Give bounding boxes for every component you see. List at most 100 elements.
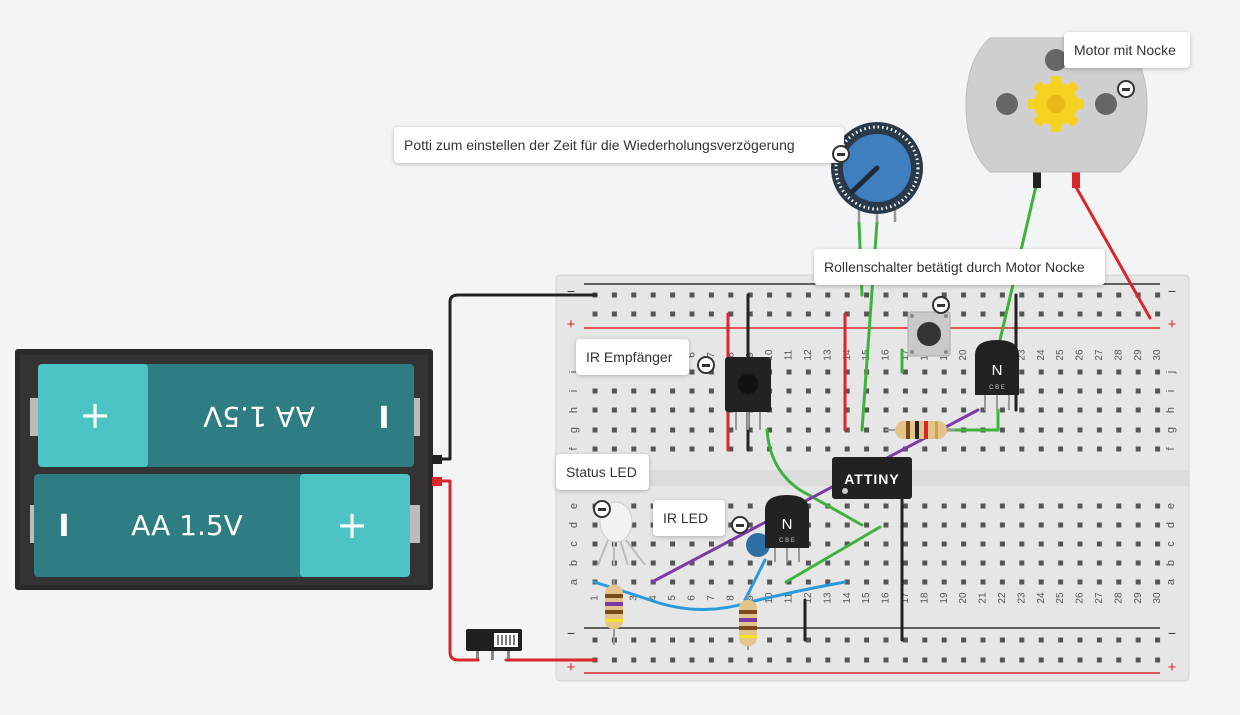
rail-hole[interactable] (999, 657, 1005, 663)
rail-hole[interactable] (1038, 311, 1044, 317)
breadboard-hole[interactable] (961, 503, 967, 509)
breadboard-hole[interactable] (844, 369, 850, 375)
breadboard-hole[interactable] (728, 446, 734, 452)
breadboard-hole[interactable] (786, 369, 792, 375)
breadboard-hole[interactable] (961, 388, 967, 394)
rail-hole[interactable] (1096, 637, 1102, 643)
breadboard-hole[interactable] (1135, 427, 1141, 433)
transistor-top[interactable]: N C B E (975, 340, 1019, 410)
slide-switch[interactable] (466, 629, 522, 660)
rail-hole[interactable] (670, 311, 676, 317)
breadboard-hole[interactable] (1116, 388, 1122, 394)
breadboard-hole[interactable] (1096, 579, 1102, 585)
breadboard-hole[interactable] (631, 541, 637, 547)
breadboard-hole[interactable] (1077, 522, 1083, 528)
rail-hole[interactable] (786, 311, 792, 317)
callout-status-led[interactable]: Status LED (556, 454, 649, 490)
breadboard-hole[interactable] (980, 560, 986, 566)
rail-hole[interactable] (922, 292, 928, 298)
breadboard-hole[interactable] (1019, 522, 1025, 528)
breadboard-hole[interactable] (689, 369, 695, 375)
rail-hole[interactable] (1019, 657, 1025, 663)
breadboard-hole[interactable] (786, 579, 792, 585)
breadboard-hole[interactable] (631, 579, 637, 585)
breadboard-hole[interactable] (728, 579, 734, 585)
breadboard-hole[interactable] (825, 427, 831, 433)
breadboard-hole[interactable] (922, 369, 928, 375)
breadboard-hole[interactable] (747, 579, 753, 585)
callout-potti[interactable]: Potti zum einstellen der Zeit für die Wi… (394, 127, 844, 163)
breadboard-hole[interactable] (1155, 503, 1161, 509)
rail-hole[interactable] (980, 292, 986, 298)
breadboard-hole[interactable] (708, 388, 714, 394)
breadboard-hole[interactable] (902, 560, 908, 566)
breadboard-hole[interactable] (592, 446, 598, 452)
breadboard-hole[interactable] (1019, 579, 1025, 585)
rail-hole[interactable] (805, 637, 811, 643)
breadboard-hole[interactable] (941, 407, 947, 413)
breadboard-hole[interactable] (980, 579, 986, 585)
breadboard-hole[interactable] (844, 427, 850, 433)
rail-hole[interactable] (864, 292, 870, 298)
breadboard-hole[interactable] (708, 579, 714, 585)
breadboard-hole[interactable] (980, 541, 986, 547)
rail-hole[interactable] (650, 292, 656, 298)
breadboard-hole[interactable] (922, 541, 928, 547)
transistor-bottom[interactable]: N C B E (765, 495, 809, 562)
breadboard-hole[interactable] (1019, 427, 1025, 433)
breadboard-hole[interactable] (999, 407, 1005, 413)
rail-hole[interactable] (1058, 292, 1064, 298)
rail-hole[interactable] (728, 311, 734, 317)
breadboard-hole[interactable] (1096, 407, 1102, 413)
breadboard-hole[interactable] (864, 541, 870, 547)
breadboard-hole[interactable] (864, 503, 870, 509)
breadboard-hole[interactable] (728, 560, 734, 566)
breadboard-hole[interactable] (1135, 579, 1141, 585)
breadboard-hole[interactable] (1096, 446, 1102, 452)
rail-hole[interactable] (941, 637, 947, 643)
breadboard-hole[interactable] (1116, 427, 1122, 433)
breadboard-hole[interactable] (747, 503, 753, 509)
breadboard-hole[interactable] (922, 522, 928, 528)
breadboard-hole[interactable] (592, 427, 598, 433)
breadboard-hole[interactable] (1019, 503, 1025, 509)
breadboard-hole[interactable] (1077, 541, 1083, 547)
callout-rollenschalter-collapse-button[interactable] (932, 296, 950, 314)
breadboard-hole[interactable] (1058, 427, 1064, 433)
ir-receiver[interactable] (725, 357, 771, 430)
rail-hole[interactable] (1038, 292, 1044, 298)
breadboard-hole[interactable] (1019, 407, 1025, 413)
breadboard-hole[interactable] (864, 388, 870, 394)
breadboard-hole[interactable] (728, 541, 734, 547)
resistor-horizontal[interactable] (885, 421, 955, 439)
rail-hole[interactable] (999, 292, 1005, 298)
breadboard-hole[interactable] (902, 579, 908, 585)
breadboard-hole[interactable] (844, 446, 850, 452)
breadboard-hole[interactable] (1038, 541, 1044, 547)
callout-ir-empfaenger[interactable]: IR Empfänger (576, 339, 689, 375)
breadboard-hole[interactable] (1135, 503, 1141, 509)
rail-hole[interactable] (1038, 657, 1044, 663)
rail-hole[interactable] (611, 292, 617, 298)
breadboard-hole[interactable] (1096, 503, 1102, 509)
callout-rollenschalter[interactable]: Rollenschalter betätigt durch Motor Nock… (814, 249, 1105, 285)
breadboard-hole[interactable] (941, 560, 947, 566)
breadboard-hole[interactable] (844, 579, 850, 585)
breadboard-hole[interactable] (1096, 522, 1102, 528)
breadboard-hole[interactable] (844, 541, 850, 547)
rail-hole[interactable] (747, 657, 753, 663)
breadboard-hole[interactable] (941, 369, 947, 375)
breadboard-hole[interactable] (941, 579, 947, 585)
breadboard-hole[interactable] (825, 369, 831, 375)
callout-potti-collapse-button[interactable] (832, 145, 850, 163)
breadboard-hole[interactable] (631, 560, 637, 566)
rail-hole[interactable] (786, 657, 792, 663)
callout-ir-led-collapse-button[interactable] (731, 516, 749, 534)
rail-hole[interactable] (844, 311, 850, 317)
breadboard-hole[interactable] (825, 522, 831, 528)
breadboard-hole[interactable] (747, 446, 753, 452)
breadboard-hole[interactable] (1116, 369, 1122, 375)
rail-hole[interactable] (844, 657, 850, 663)
breadboard-hole[interactable] (1096, 560, 1102, 566)
breadboard-hole[interactable] (631, 503, 637, 509)
